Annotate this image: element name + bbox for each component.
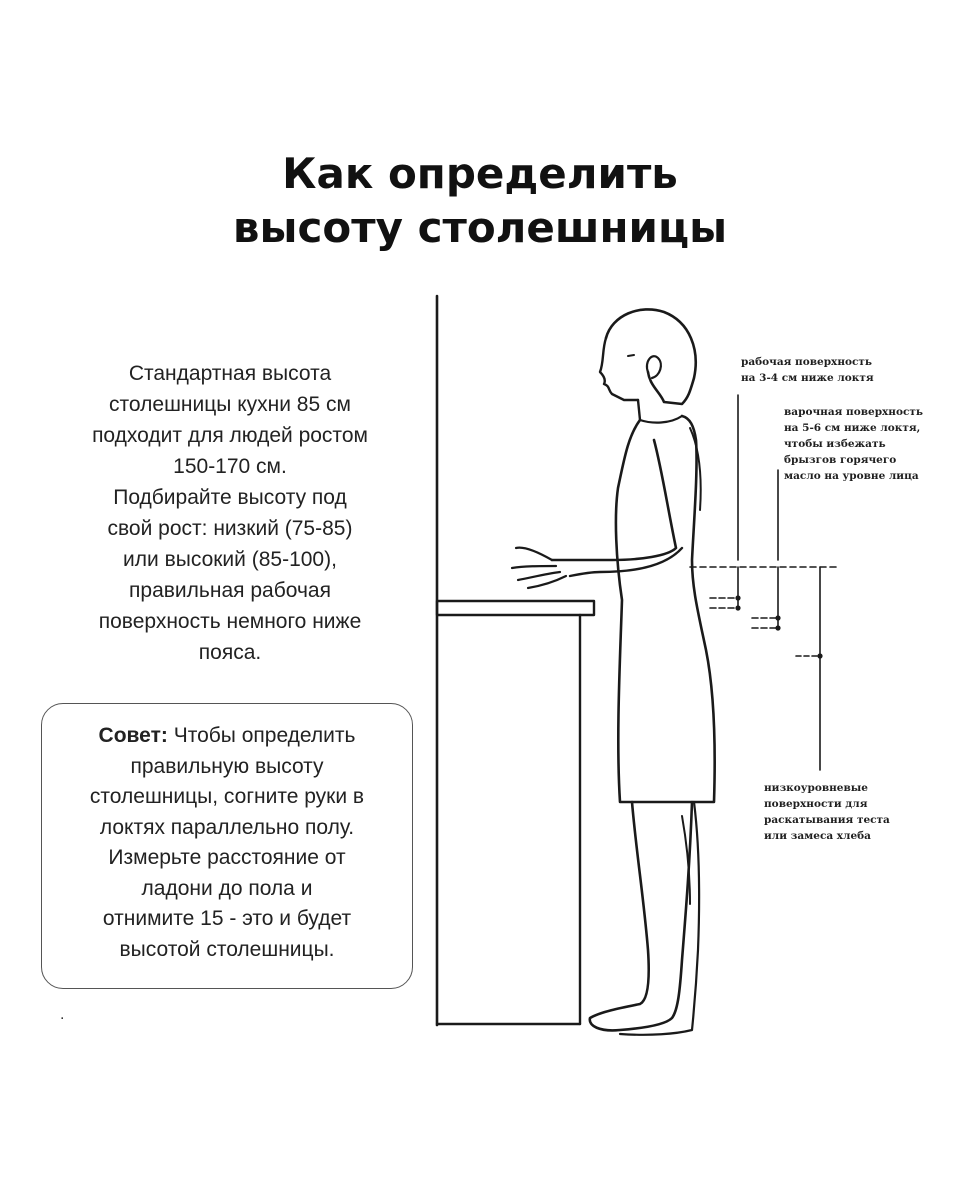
tip-line: Измерьте расстояние от [108, 846, 346, 869]
intro-line: Подбирайте высоту под [113, 486, 347, 509]
woman-legs [588, 800, 701, 1036]
tip-line: отнимите 15 - это и будет [102, 907, 352, 930]
stray-mark: . [60, 1006, 65, 1023]
woman-body [614, 414, 717, 804]
intro-line: поверхность немного ниже [98, 610, 362, 633]
annotation-line: низкоуровневые [764, 782, 868, 794]
tip-line: правильную высоту [130, 754, 324, 778]
annotation-line: раскатывания теста [764, 814, 890, 826]
annotation-low-surface: низкоуровневые поверхности для раскатыва… [764, 780, 890, 844]
annotation-line: или замеса хлеба [764, 830, 871, 842]
annotation-cooking-surface: варочная поверхность на 5-6 см ниже локт… [784, 404, 923, 484]
page-title-line-1: Как определить [282, 149, 678, 198]
woman-at-counter-illustration [435, 294, 837, 1036]
page-title-line-2: высоту столешницы [232, 203, 728, 252]
tip-line: высотой столешницы. [119, 937, 335, 961]
annotation-line: на 5-6 см ниже локтя, [784, 422, 921, 434]
annotation-line: брызгов горячего [784, 454, 897, 466]
intro-line: Стандартная высота [128, 362, 332, 385]
tip-line: Чтобы определить [167, 724, 356, 747]
annotation-work-surface: рабочая поверхность на 3-4 см ниже локтя [741, 354, 874, 386]
tip-line: локтях параллельно полу. [99, 815, 355, 839]
annotation-line: чтобы избежать [784, 438, 886, 450]
tip-paragraph: Совет: Чтобы определить правильную высот… [44, 721, 410, 965]
tip-label: Совет: [98, 724, 168, 747]
intro-paragraph: Стандартная высота столешницы кухни 85 с… [40, 358, 420, 668]
annotation-line: на 3-4 см ниже локтя [741, 372, 874, 384]
tip-line: ладони до пола и [141, 876, 313, 900]
measurement-markers [735, 595, 823, 659]
intro-line: правильная рабочая [129, 579, 331, 602]
head [598, 308, 697, 422]
intro-line: столешницы кухни 85 см [109, 393, 351, 416]
annotation-line: рабочая поверхность [741, 356, 873, 368]
intro-line: или высокий (85-100), [123, 548, 337, 571]
annotation-line: масло на уровне лица [784, 470, 919, 482]
intro-line: свой рост: низкий (75-85) [107, 517, 353, 540]
annotation-line: поверхности для [764, 798, 868, 810]
annotation-line: варочная поверхность [784, 406, 924, 418]
intro-line: подходит для людей ростом [92, 424, 368, 447]
tip-line: столешницы, согните руки в [89, 785, 365, 808]
tip-first-line: Совет: Чтобы определить [44, 721, 410, 752]
countertop [435, 599, 596, 1026]
tip-box [41, 703, 413, 989]
measurement-guides [689, 394, 837, 771]
intro-line: пояса. [198, 641, 262, 664]
intro-line: 150-170 см. [173, 455, 287, 478]
woman-arm [510, 438, 684, 590]
